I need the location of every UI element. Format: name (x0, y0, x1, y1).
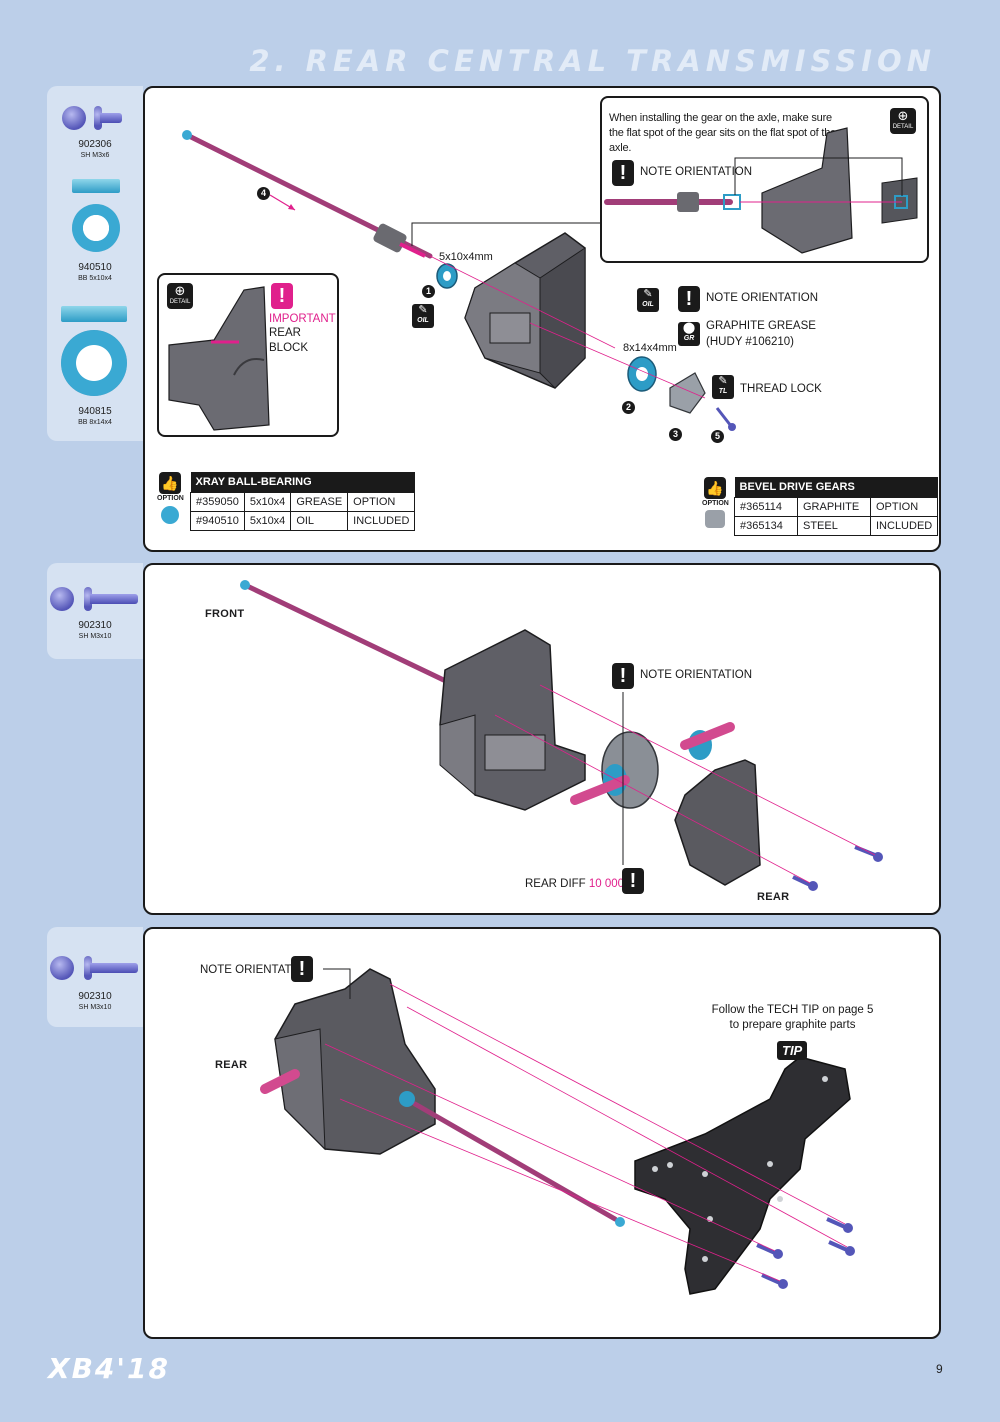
tech-tip-text: Follow the TECH TIP on page 5 to prepare… (711, 1004, 874, 1031)
detail-magnifier-icon: ⊕DETAIL (167, 283, 193, 309)
oil-icon: ✎OIL (412, 304, 434, 328)
bevel-gear-icon (705, 510, 725, 528)
ballbearing-option-table: XRAY BALL-BEARING #359050 5x10x4 GREASE … (190, 472, 416, 531)
thread-lock-label: THREAD LOCK (740, 383, 822, 395)
note-orientation-label: NOTE ORIENTATION (200, 964, 313, 976)
detail-magnifier-icon: ⊕DETAIL (890, 108, 916, 134)
rear-block-label: REAR BLOCK (269, 327, 308, 354)
rear-label: REAR (757, 891, 790, 903)
callout-5: 5 (711, 430, 724, 443)
screw-icon (50, 585, 140, 613)
thumbs-up-icon: 👍 (159, 472, 181, 494)
note-orientation-label: NOTE ORIENTATION (706, 292, 819, 304)
bearing-side-icon (61, 306, 127, 322)
tech-tip-badge: TIP (777, 1041, 808, 1060)
note-orientation-label: NOTE ORIENTATION (640, 669, 753, 681)
page-title: 2. REAR CENTRAL TRANSMISSION (249, 44, 936, 78)
parts-tab-2 (47, 563, 143, 659)
step-panel-3: NOTE ORIENTATION ! REAR Follow the TECH … (143, 927, 941, 1339)
rear-block-detail-drawing (168, 286, 270, 431)
screw-icon (50, 954, 140, 982)
oil-icon: ✎OIL (637, 288, 659, 312)
diff-install-drawing (240, 580, 883, 891)
bevel-gear-option-table: BEVEL DRIVE GEARS #365114 GRAPHITE OPTIO… (734, 477, 939, 536)
thumbs-up-icon: 👍 (704, 477, 726, 499)
gear-flat-detail-drawing (604, 127, 918, 254)
warning-icon: ! (612, 663, 634, 689)
detail-box-rear-block: ⊕DETAIL ! IMPORTANT REAR BLOCK (157, 273, 339, 437)
detail-note: When installing the gear on the axle, ma… (609, 112, 837, 154)
table-row: #359050 5x10x4 GREASE OPTION (190, 492, 416, 512)
callout-2: 2 (622, 401, 635, 414)
callout-4: 4 (257, 187, 270, 200)
warning-icon: ! (622, 868, 644, 894)
bearing-icon (61, 330, 127, 396)
step-panel-2: FRONT ! NOTE ORIENTATION REAR DIFF 10 00… (143, 563, 941, 915)
graphite-grease-label: GRAPHITE GREASE (706, 320, 816, 332)
step-panel-1: When installing the gear on the axle, ma… (143, 86, 941, 552)
option-badge: 👍 OPTION (702, 477, 729, 528)
shock-tower-install-drawing (260, 968, 855, 1295)
thread-lock-icon: ✎TL (712, 375, 734, 399)
bearing-side-icon (72, 179, 120, 193)
warning-icon: ! (612, 160, 634, 186)
warning-icon: ! (291, 956, 313, 982)
callout-3: 3 (669, 428, 682, 441)
bearing-icon (72, 204, 120, 252)
grease-icon: ⬤GR (678, 322, 700, 346)
table-row: #365134 STEEL INCLUDED (734, 516, 939, 536)
rear-block-exploded-drawing (182, 130, 736, 431)
bearing-size-small: 5x10x4mm (439, 251, 493, 263)
bearing-size-large: 8x14x4mm (623, 342, 677, 354)
table-row: #940510 5x10x4 OIL INCLUDED (190, 511, 416, 531)
important-label: IMPORTANT (269, 313, 336, 325)
table-title: XRAY BALL-BEARING (190, 472, 415, 493)
warning-icon: ! (678, 286, 700, 312)
screw-icon (62, 104, 132, 132)
table-title: BEVEL DRIVE GEARS (734, 477, 938, 498)
bearing-icon (161, 506, 179, 524)
detail-box-gear-flat: When installing the gear on the axle, ma… (600, 96, 929, 263)
brand-logo: XB4'18 (48, 1352, 170, 1385)
important-warning-icon: ! (271, 283, 293, 309)
hudy-ref-label: (HUDY #106210) (706, 336, 795, 348)
option-badge: 👍 OPTION (157, 472, 184, 524)
note-orientation-label: NOTE ORIENTATION (640, 166, 753, 178)
rear-label: REAR (215, 1059, 248, 1071)
page-number: 9 (936, 1362, 943, 1376)
table-row: #365114 GRAPHITE OPTION (734, 497, 939, 517)
callout-1: 1 (422, 285, 435, 298)
front-label: FRONT (205, 608, 245, 620)
